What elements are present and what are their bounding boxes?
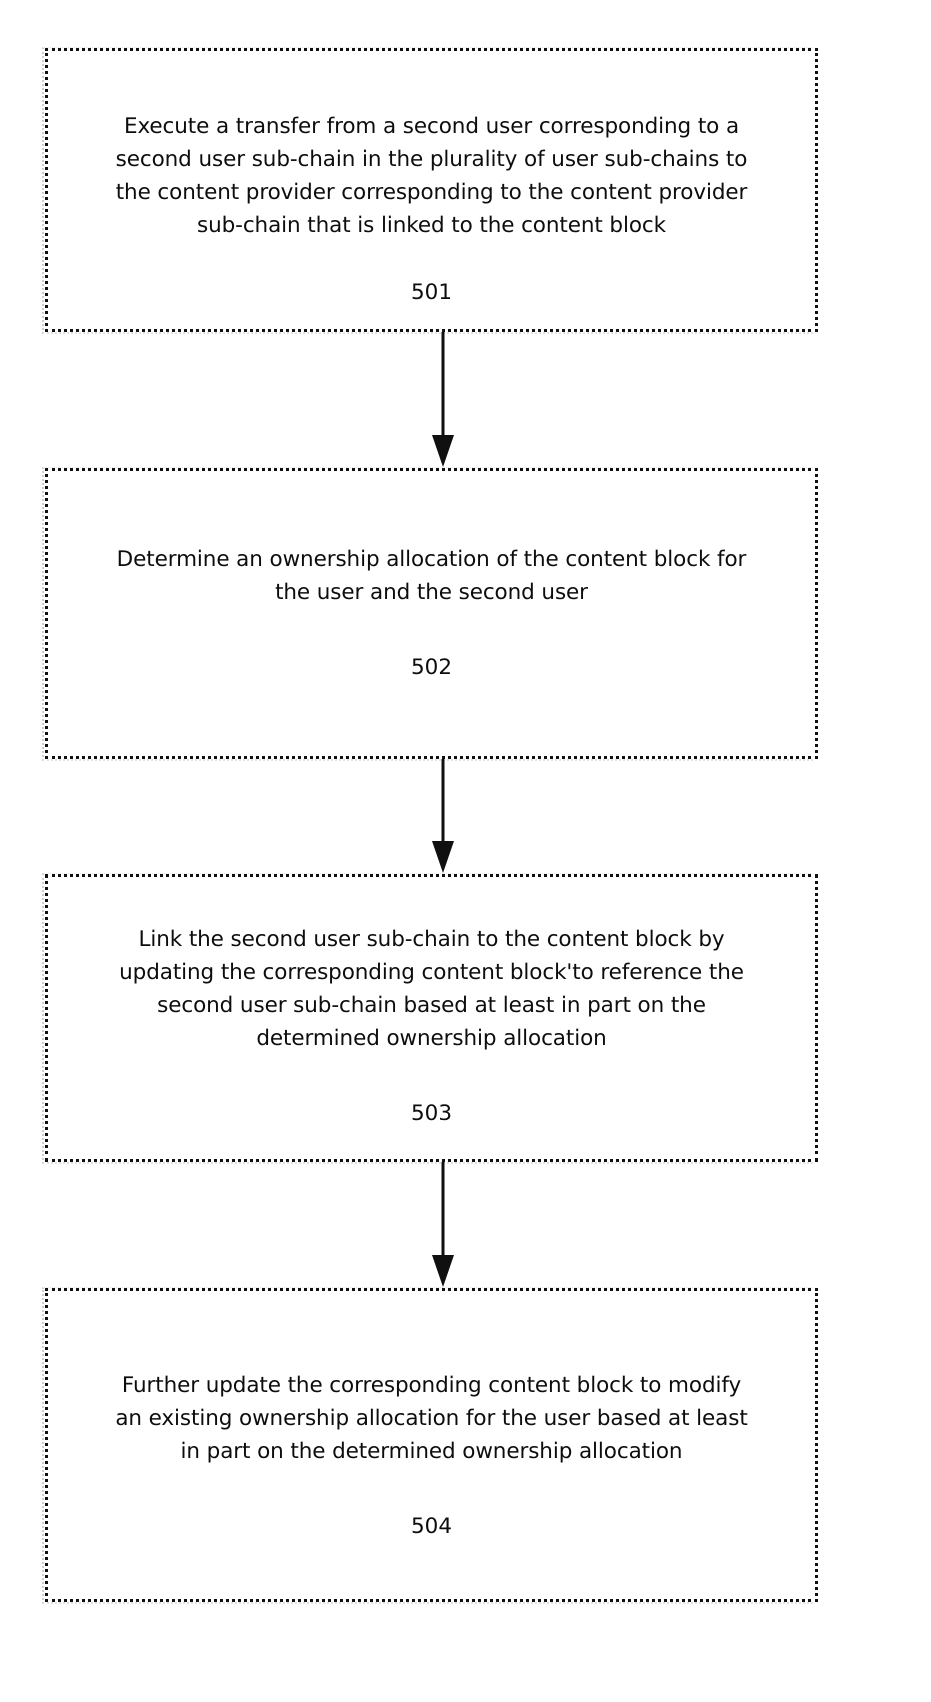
node-501-number: 501 bbox=[410, 279, 453, 305]
flowchart-node-501: Execute a transfer from a second user co… bbox=[42, 47, 818, 334]
node-504-text: Further update the corresponding content… bbox=[115, 1373, 748, 1464]
node-503-text: Link the second user sub-chain to the co… bbox=[119, 926, 744, 1051]
flowchart-node-504: Further update the corresponding content… bbox=[42, 1287, 818, 1604]
node-502-text: Determine an ownership allocation of the… bbox=[116, 547, 747, 605]
flowchart-node-502: Determine an ownership allocation of the… bbox=[42, 467, 818, 761]
node-501-text: Execute a transfer from a second user co… bbox=[115, 113, 748, 238]
connector-arrow-502-to-503 bbox=[432, 759, 454, 873]
connector-arrow-503-to-504 bbox=[432, 1162, 454, 1287]
node-504-number: 504 bbox=[410, 1514, 453, 1539]
flowchart-node-503: Link the second user sub-chain to the co… bbox=[42, 873, 818, 1164]
node-503-number: 503 bbox=[410, 1100, 453, 1126]
node-502-number: 502 bbox=[410, 655, 453, 680]
connector-arrow-501-to-502 bbox=[432, 332, 454, 467]
